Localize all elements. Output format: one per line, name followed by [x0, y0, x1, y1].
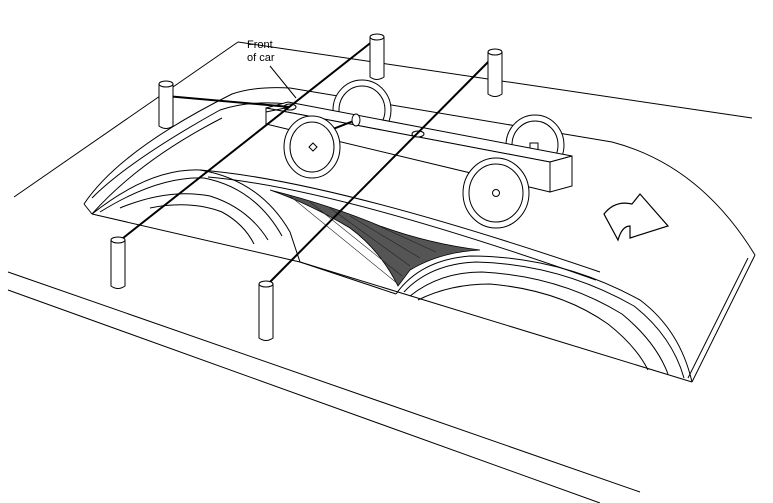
post-front-right — [258, 280, 274, 341]
annotation-leader — [269, 65, 297, 99]
annotation-line-2: of car — [247, 52, 275, 64]
front-of-car-annotation: Front of car — [247, 39, 297, 99]
shaded-gap-hatch — [289, 195, 437, 285]
posts — [110, 33, 503, 341]
car — [265, 79, 573, 229]
post-front-left — [110, 236, 126, 289]
post-back-middle — [369, 33, 385, 80]
guide-string-right — [265, 53, 497, 287]
table-surface — [7, 41, 753, 503]
front-left-wheel — [283, 115, 341, 179]
post-back-left — [158, 80, 174, 129]
track — [83, 87, 756, 383]
guide-string-front — [165, 95, 291, 108]
annotation-line-1: Front — [247, 39, 273, 51]
direction-arrow-icon — [603, 193, 670, 242]
guide-string-left — [117, 36, 379, 243]
post-back-right — [487, 48, 503, 97]
shaded-gap — [269, 189, 481, 287]
guide-strings — [117, 36, 497, 287]
front-right-wheel — [462, 157, 530, 229]
